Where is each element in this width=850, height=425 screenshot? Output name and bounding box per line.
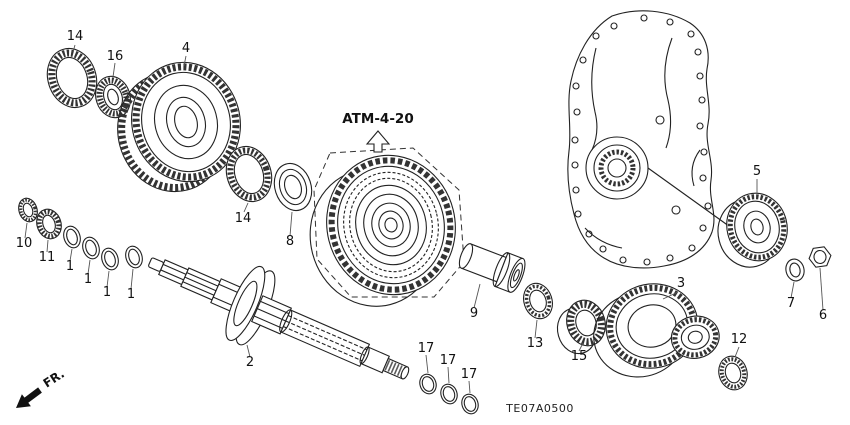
case-bolt-holes (571, 14, 712, 266)
callout-9: 9 (470, 306, 478, 321)
callout-8: 8 (286, 234, 294, 249)
callout-16: 16 (107, 49, 124, 64)
case-rib-lines (584, 37, 741, 249)
callout-7: 7 (787, 296, 795, 311)
front-direction-arrow-icon (16, 387, 42, 408)
part-8-ring (273, 162, 313, 212)
part-15-bearing (556, 299, 606, 355)
part-1-ring-a (63, 225, 81, 249)
part-1-ring-c (101, 247, 119, 271)
part-11-bearing (36, 208, 62, 240)
part-2-mainshaft (148, 257, 410, 380)
callout-14-a: 14 (67, 29, 84, 44)
callout-3: 3 (677, 276, 685, 291)
part-7-washer (785, 258, 805, 282)
part-3-gear-assembly (593, 283, 720, 378)
part-6-locknut (808, 246, 832, 268)
part-14-washer-b (225, 145, 273, 203)
callout-labels: 14 16 4 14 8 10 11 1 1 1 1 2 17 17 17 9 … (16, 29, 827, 382)
callout-1-a: 1 (66, 259, 74, 274)
up-arrow-icon (365, 130, 391, 153)
callout-17-b: 17 (440, 353, 457, 368)
part-14-washer-a (46, 47, 98, 109)
reference-label: ATM-4-20 (342, 111, 413, 127)
leader-lines (24, 44, 824, 394)
part-17-ring-b (440, 383, 458, 405)
part-17-ring-a (419, 373, 437, 395)
callout-14-b: 14 (235, 211, 252, 226)
part-13-ring (523, 282, 553, 320)
callout-13: 13 (527, 336, 544, 351)
callout-10: 10 (16, 236, 33, 251)
front-direction-indicator: FR. (16, 367, 67, 408)
part-1-ring-b (82, 236, 100, 260)
transmission-case-cover (567, 10, 741, 269)
part-clutch-assembly (309, 147, 465, 307)
callout-4: 4 (182, 41, 190, 56)
callout-12: 12 (731, 332, 748, 347)
front-direction-label: FR. (41, 367, 67, 391)
part-1-ring-d (125, 245, 143, 269)
callout-15: 15 (571, 349, 588, 364)
part-17-ring-c (461, 393, 479, 415)
callout-17-c: 17 (461, 367, 478, 382)
callout-1-c: 1 (103, 285, 111, 300)
callout-17-a: 17 (418, 341, 435, 356)
callout-6: 6 (819, 308, 827, 323)
part-12-ring (718, 355, 748, 391)
callout-2: 2 (246, 355, 254, 370)
callout-11: 11 (39, 250, 56, 265)
reference-callout: ATM-4-20 (342, 111, 414, 153)
callout-1-b: 1 (84, 272, 92, 287)
part-5-gear (717, 192, 788, 268)
case-bearing-boss (585, 136, 649, 200)
callout-5: 5 (753, 164, 761, 179)
part-10-ring (18, 197, 38, 223)
drawing-code: TE07A0500 (505, 402, 574, 415)
callout-1-d: 1 (127, 287, 135, 302)
part-4-gear (117, 61, 241, 193)
part-9-hub-sleeve (458, 243, 526, 293)
